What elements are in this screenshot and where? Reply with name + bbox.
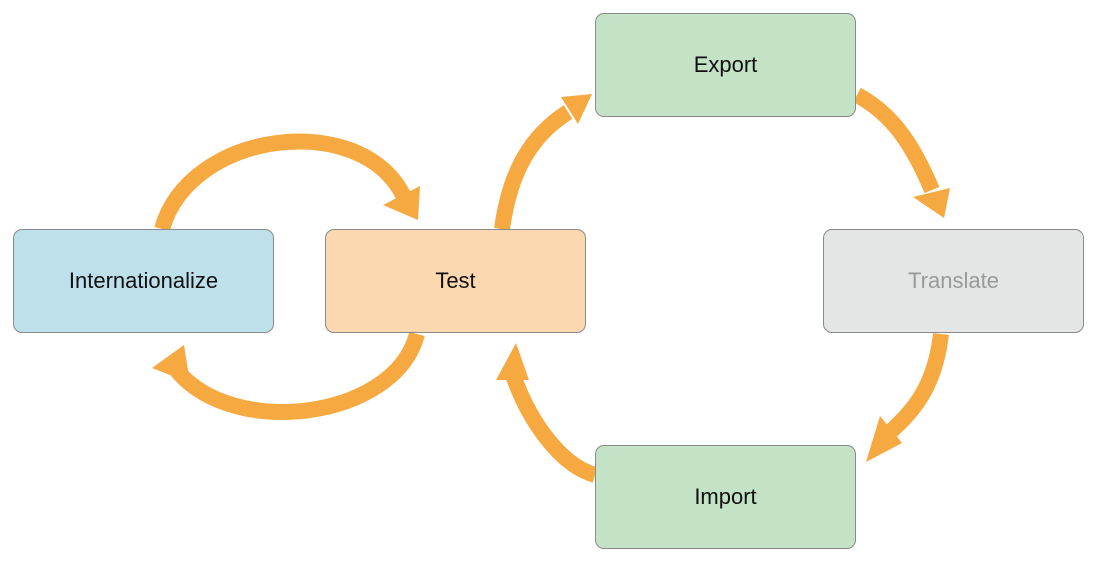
edge-internationalize-to-test: [154, 133, 411, 232]
arrowhead-import-to-test: [496, 343, 529, 380]
node-export-label: Export: [693, 52, 758, 77]
arrowhead-export-to-translate: [913, 188, 950, 218]
node-test: Test: [325, 229, 586, 333]
edge-import-to-test: [504, 369, 598, 483]
edge-test-to-export: [494, 105, 573, 231]
node-import: Import: [595, 445, 856, 549]
node-translate: Translate: [823, 229, 1084, 333]
node-internationalize: Internationalize: [13, 229, 274, 333]
edge-translate-to-import: [884, 332, 949, 439]
node-internationalize-label: Internationalize: [68, 268, 219, 293]
arrowhead-test-to-internationalize: [152, 345, 190, 383]
edge-test-to-internationalize: [168, 331, 425, 420]
node-import-label: Import: [694, 484, 757, 509]
node-test-label: Test: [435, 268, 476, 293]
node-translate-label: Translate: [908, 268, 999, 293]
node-export: Export: [595, 13, 856, 117]
arrowhead-test-to-export: [561, 94, 592, 124]
arrowhead-translate-to-import: [866, 416, 902, 462]
arrowhead-internationalize-to-test: [383, 186, 420, 220]
edge-export-to-translate: [853, 87, 940, 194]
